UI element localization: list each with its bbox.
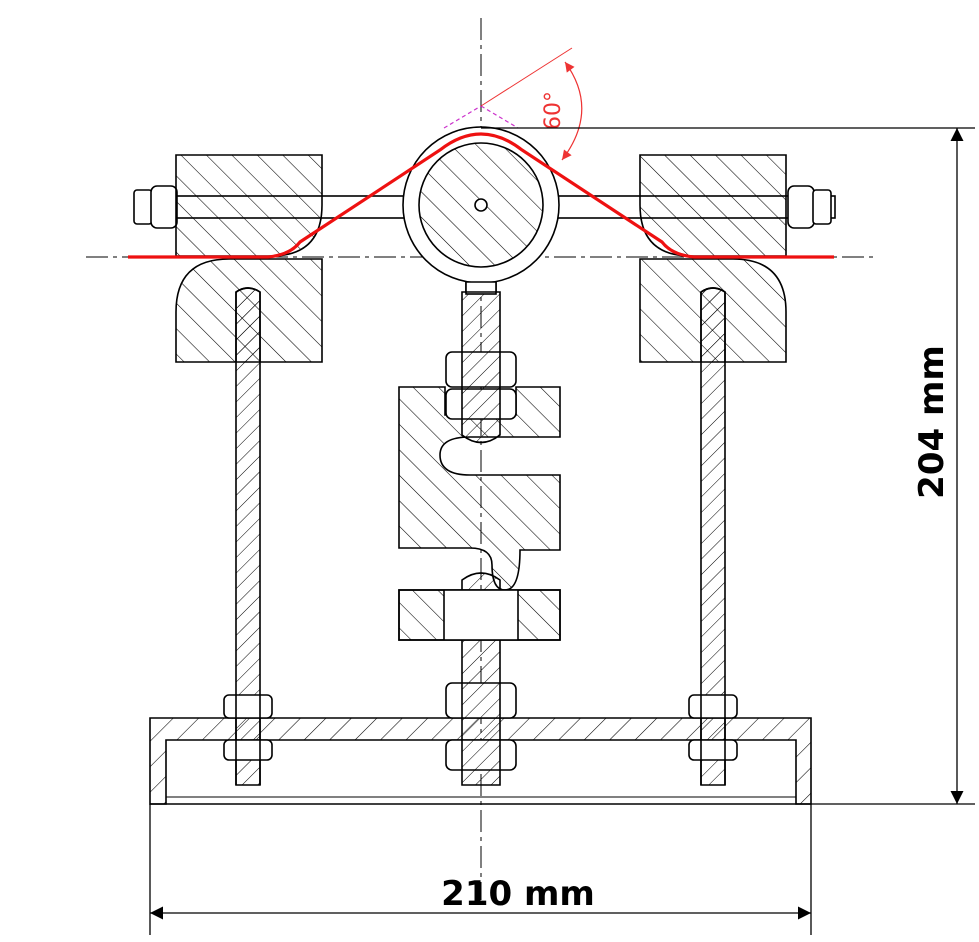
left-rod-nut-lower — [223, 739, 273, 761]
width-label: 210 mm — [441, 874, 595, 914]
right-bolt-head — [812, 189, 832, 225]
width-dimension: 210 mm — [149, 804, 812, 935]
height-label: 204 mm — [912, 345, 952, 499]
angle-label: 60° — [541, 91, 566, 130]
base-plate — [149, 717, 812, 805]
right-rod-nut-lower — [688, 739, 738, 761]
left-bolt-head — [133, 189, 153, 225]
center-roller — [402, 126, 560, 293]
belt-path — [128, 132, 834, 259]
right-nut — [787, 185, 815, 229]
angle-arc — [561, 61, 583, 161]
left-support-rod — [223, 287, 273, 786]
angle-construction: 60° — [443, 47, 583, 161]
roller-axle — [474, 198, 488, 212]
height-dimension: 204 mm — [481, 127, 975, 805]
right-rod-nut-upper — [688, 694, 738, 719]
left-rod-nut-upper — [223, 694, 273, 719]
load-cell — [398, 386, 561, 641]
left-nut — [150, 185, 178, 229]
center-upper-rod — [445, 281, 517, 444]
angle-reference-line — [480, 47, 573, 107]
